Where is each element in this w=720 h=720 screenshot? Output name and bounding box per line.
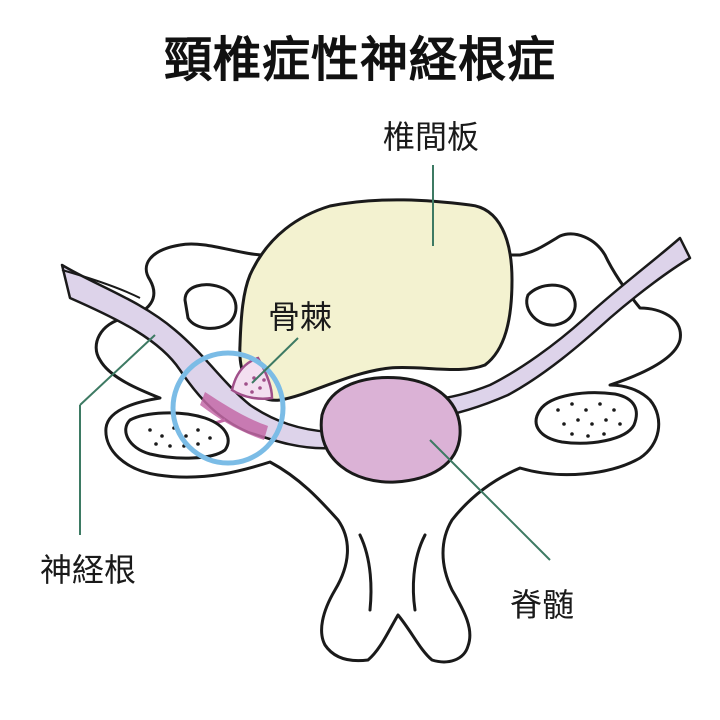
nerve-root-label: 神経根 — [40, 551, 137, 589]
bone-spur-label: 骨棘 — [268, 298, 333, 336]
spinal-cord-leader-line — [429, 439, 551, 561]
diagram-title: 頸椎症性神経根症 — [163, 32, 556, 88]
left-articular-process — [124, 411, 230, 460]
lamina-inner-line-right — [411, 533, 427, 612]
left-articular-dots — [148, 426, 212, 448]
right-transverse-foramen — [525, 283, 577, 327]
lamina-inner-line — [358, 533, 373, 612]
spinal-cord-label: 脊髄 — [510, 586, 575, 624]
bone-spur — [230, 356, 274, 400]
compression-highlight-circle — [170, 350, 286, 466]
nerve-root-leader-line — [79, 334, 156, 406]
right-articular-process — [534, 391, 638, 445]
right-articular-dots — [556, 402, 622, 438]
left-transverse-foramen — [183, 283, 238, 330]
bone-spur-leader-line — [251, 337, 299, 384]
disc-label: 椎間板 — [383, 118, 480, 156]
bone-spur-dots — [244, 376, 266, 394]
spinal-cord — [319, 376, 462, 484]
left-nerve-branch — [61, 269, 141, 299]
nerve-compression — [200, 392, 268, 440]
